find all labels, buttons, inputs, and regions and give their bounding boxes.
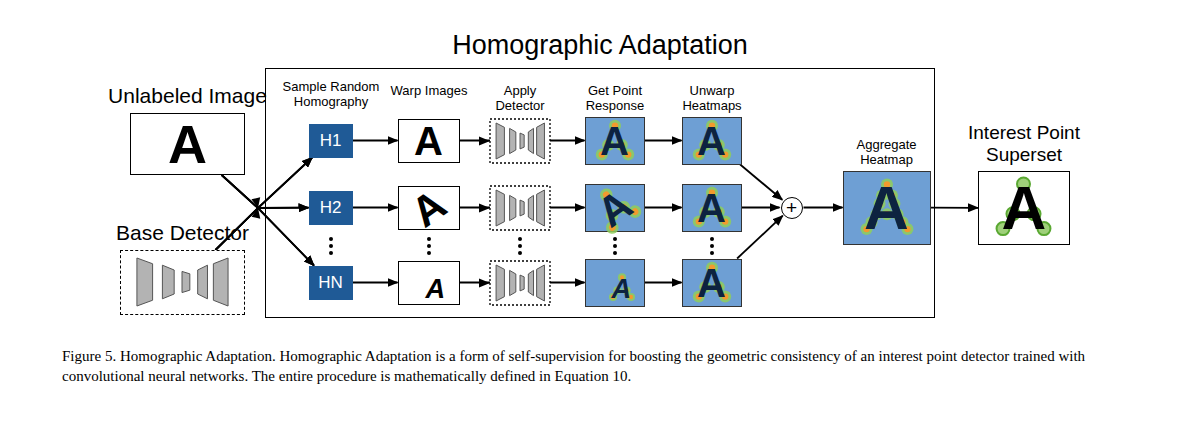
arrow-connector	[742, 207, 780, 209]
detector-icon	[479, 261, 550, 305]
point-response: A	[585, 117, 645, 165]
network-layer	[510, 270, 516, 295]
network-layer	[537, 265, 545, 301]
letter-glyph: A	[414, 121, 443, 161]
node-label: H2	[320, 199, 342, 216]
node-label: H1	[320, 132, 342, 149]
network-layer	[537, 123, 545, 159]
arrow-head	[251, 207, 262, 219]
letter-glyph: A	[864, 177, 909, 239]
detector-box: Base Detector	[120, 250, 245, 315]
ellipsis-dot	[518, 251, 522, 255]
homography-box: H2	[309, 191, 353, 225]
detector-icon	[479, 119, 550, 163]
ellipsis-dot	[329, 244, 333, 248]
letter-glyph: A	[426, 274, 446, 301]
network-layer	[537, 190, 545, 226]
arrow-connector	[353, 207, 398, 209]
letter-glyph: A	[697, 188, 726, 228]
point-response: A	[585, 184, 645, 232]
ellipsis-dot	[710, 237, 714, 241]
network-layer	[520, 275, 524, 291]
arrow-connector	[804, 207, 843, 209]
network-layer	[528, 195, 533, 220]
image-box: Unlabeled ImageA	[130, 113, 245, 175]
arrow-head	[479, 279, 490, 288]
ellipsis-dot	[613, 251, 617, 255]
ellipsis-dot	[613, 244, 617, 248]
network-layer	[520, 200, 524, 216]
arrow-head	[479, 204, 490, 213]
network-layer	[213, 258, 228, 306]
node-label: +	[786, 198, 797, 217]
letter-glyph: A	[590, 182, 639, 234]
network-layer	[510, 128, 516, 153]
aggregate-heatmap: Aggregate HeatmapA	[843, 171, 931, 245]
network-layer	[137, 258, 153, 306]
arrow-connector	[353, 140, 398, 142]
network-layer	[496, 190, 504, 226]
arrow-head	[251, 197, 262, 209]
network-layer	[162, 265, 174, 299]
arrow-head	[479, 137, 490, 146]
network-layer	[528, 270, 533, 295]
column-header: Sample Random Homography	[279, 79, 383, 109]
warped-image: A	[398, 186, 460, 230]
arrow-connector	[645, 207, 682, 209]
arrow-connector	[645, 140, 682, 142]
letter-glyph: A	[600, 121, 629, 161]
ellipsis-dot	[329, 237, 333, 241]
network-icon	[121, 251, 244, 314]
arrow-connector	[353, 282, 398, 284]
detector-icon	[479, 186, 550, 230]
column-header: Unwarp Heatmaps	[672, 83, 752, 113]
network-layer	[496, 265, 504, 301]
network-layer	[182, 271, 190, 292]
sum-circle: +	[781, 197, 803, 219]
figure-caption: Figure 5. Homographic Adaptation. Homogr…	[62, 346, 1137, 386]
arrow-connector	[740, 165, 782, 200]
letter-glyph: A	[404, 182, 453, 234]
ellipsis-dot	[427, 251, 431, 255]
arrow-connector	[645, 282, 682, 284]
letter-glyph: A	[1002, 177, 1047, 239]
node-heading: Base Detector	[83, 221, 283, 245]
column-header: Warp Images	[389, 83, 469, 98]
arrow-connector	[931, 207, 979, 209]
point-response: A	[585, 259, 645, 307]
ellipsis-dot	[710, 251, 714, 255]
warped-image: A	[398, 119, 460, 163]
ellipsis-dot	[613, 237, 617, 241]
node-heading: Homographic Adaptation	[390, 30, 810, 61]
network-layer	[198, 265, 208, 299]
letter-glyph: A	[612, 274, 632, 301]
network-layer	[510, 195, 516, 220]
superset-box: Interest Point SupersetA	[978, 171, 1070, 245]
node-heading: Aggregate Heatmap	[842, 138, 932, 168]
unwarped-heatmap: A	[682, 259, 742, 307]
ellipsis-dot	[427, 237, 431, 241]
network-layer	[496, 123, 504, 159]
homography-box: H1	[309, 124, 353, 158]
arrow-connector	[737, 216, 783, 259]
ellipsis-dot	[518, 244, 522, 248]
node-label: HN	[318, 274, 343, 291]
unwarped-heatmap: A	[682, 117, 742, 165]
node-heading: Unlabeled Image	[88, 84, 288, 108]
letter-glyph: A	[697, 121, 726, 161]
column-header: Get Point Response	[575, 83, 655, 113]
node-heading: Interest Point Superset	[954, 122, 1094, 166]
letter-glyph: A	[168, 117, 207, 171]
ellipsis-dot	[518, 237, 522, 241]
network-layer	[528, 128, 533, 153]
ellipsis-dot	[329, 251, 333, 255]
homography-box: HN	[309, 266, 353, 300]
unwarped-heatmap: A	[682, 184, 742, 232]
ellipsis-dot	[710, 244, 714, 248]
warped-image: A	[398, 261, 460, 305]
ellipsis-dot	[427, 244, 431, 248]
network-layer	[520, 133, 524, 149]
column-header: Apply Detector	[480, 83, 560, 113]
letter-glyph: A	[697, 263, 726, 303]
